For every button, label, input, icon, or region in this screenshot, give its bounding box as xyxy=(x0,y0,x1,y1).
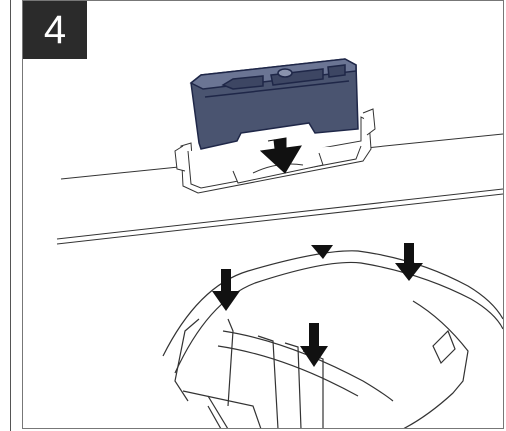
mounting-bracket xyxy=(174,108,376,194)
down-arrow-icon xyxy=(212,269,240,311)
car-roof xyxy=(162,250,503,428)
page-margin-line xyxy=(10,0,11,431)
roof-rail-lower-line xyxy=(56,188,503,240)
down-arrow-icon xyxy=(259,137,302,174)
step-number-badge: 4 xyxy=(23,1,87,59)
down-arrow-icon xyxy=(311,245,333,259)
roof-rack-illustration xyxy=(56,58,503,428)
roof-rail-lower-line-2 xyxy=(56,193,503,245)
down-arrow-icon xyxy=(395,243,423,281)
instruction-panel: 4 xyxy=(22,0,504,429)
foot-pad xyxy=(189,58,359,150)
down-arrow-icon xyxy=(300,323,328,367)
